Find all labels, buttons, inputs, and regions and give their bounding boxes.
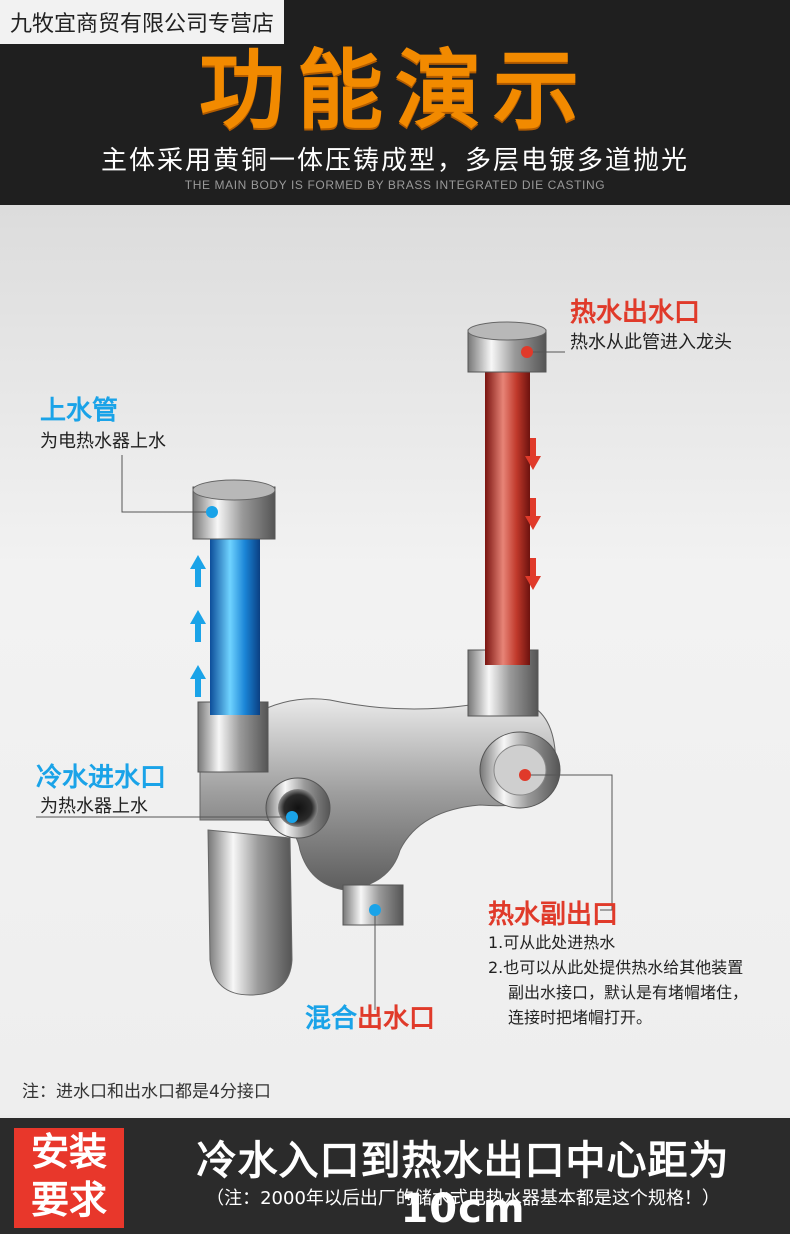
header-banner: 九牧宜商贸有限公司专营店 功能演示 主体采用黄铜一体压铸成型，多层电镀多道抛光 …	[0, 0, 790, 205]
cold-inlet-desc: 为热水器上水	[40, 796, 148, 817]
mixed-outlet-title: 混合出水口	[305, 998, 435, 1035]
hot-aux-line2: 2.也可以从此处提供热水给其他装置	[488, 958, 744, 977]
cold-inlet-title: 冷水进水口	[36, 763, 167, 793]
mixed-outlet-title-part2: 出水口	[357, 1004, 436, 1034]
page-headline: 功能演示	[199, 41, 591, 141]
install-requirement-badge: 安装 要求	[14, 1128, 124, 1228]
page-subtitle: 主体采用黄铜一体压铸成型，多层电镀多道抛光	[100, 146, 689, 176]
upper-pipe-title: 上水管	[40, 396, 119, 426]
port-size-note: 注：进水口和出水口都是4分接口	[22, 1082, 271, 1102]
mixed-outlet-title-part1: 混合	[305, 1004, 358, 1034]
install-requirement-note: （注：2000年以后出厂的储水式电热水器基本都是这个规格！）	[206, 1188, 720, 1209]
install-requirement-main: 冷水入口到热水出口中心距为10cm	[196, 1138, 730, 1232]
page-subtitle-en: THE MAIN BODY IS FORMED BY BRASS INTEGRA…	[184, 178, 606, 192]
req-badge-line2: 要求	[30, 1178, 107, 1222]
hot-outlet-desc: 热水从此管进入龙头	[570, 332, 732, 353]
hot-aux-line4: 连接时把堵帽打开。	[508, 1008, 653, 1027]
cold-flow-arrows	[190, 555, 206, 697]
product-stage	[0, 205, 790, 1115]
hot-aux-title: 热水副出口	[488, 900, 619, 930]
hot-pipe	[485, 365, 530, 665]
leader-lines	[36, 351, 613, 1010]
cold-pipe	[210, 535, 260, 715]
faucet-handle	[207, 829, 293, 996]
install-requirement-footer: 安装 要求 冷水入口到热水出口中心距为10cm （注：2000年以后出厂的储水式…	[0, 1118, 790, 1234]
hot-outlet-title: 热水出水口	[570, 298, 701, 328]
shop-name-badge[interactable]: 九牧宜商贸有限公司专营店	[0, 0, 285, 44]
hot-aux-line3: 副出水接口，默认是有堵帽堵住，	[508, 983, 749, 1002]
hot-flow-arrows	[525, 438, 541, 590]
req-badge-line1: 安装	[30, 1130, 107, 1174]
hot-aux-line1: 1.可从此处进热水	[488, 933, 616, 952]
callout-dots	[206, 346, 533, 916]
upper-pipe-desc: 为电热水器上水	[40, 431, 166, 452]
